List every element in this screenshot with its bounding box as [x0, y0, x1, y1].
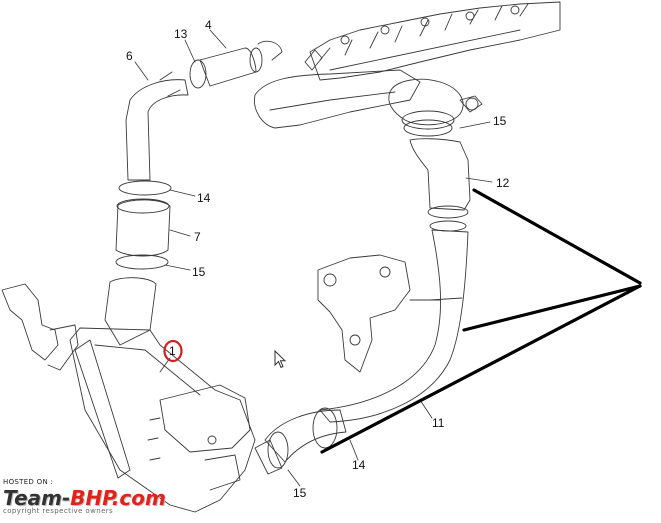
highlight-circle	[163, 339, 183, 363]
mouse-cursor-icon	[274, 350, 287, 369]
pipe-lower-left	[104, 277, 157, 346]
watermark-copyright: copyright respective owners	[3, 507, 114, 515]
callout-15-top: 15	[493, 114, 507, 128]
pipe-4	[189, 40, 283, 89]
callout-11: 11	[432, 416, 445, 430]
callout-1: 1	[169, 344, 176, 358]
watermark-hosted-label: HOSTED ON :	[3, 478, 54, 486]
pipe-lower	[254, 407, 347, 475]
intake-manifold	[254, 1, 561, 129]
watermark-logo-dash: -	[61, 486, 71, 510]
watermark-logo-bhp: BHP	[70, 486, 112, 510]
callout-15-bottom: 15	[293, 486, 307, 500]
watermark-logo: Team-BHP.com	[3, 486, 166, 510]
callout-4: 4	[205, 18, 212, 32]
throttle-body	[388, 78, 483, 137]
intercooler	[69, 327, 256, 513]
watermark-logo-team: Team	[3, 486, 62, 510]
pipe-12	[409, 138, 471, 232]
leader-lines	[134, 29, 493, 487]
callout-13: 13	[174, 27, 188, 41]
pointer-lines	[320, 188, 642, 454]
mount-bracket	[317, 254, 441, 373]
callout-7: 7	[194, 230, 201, 244]
watermark: HOSTED ON : Team-BHP.com copyright respe…	[3, 478, 203, 516]
callout-14-bottom: 14	[352, 458, 366, 472]
callout-12: 12	[496, 176, 510, 190]
hose-6	[118, 71, 189, 196]
callout-14-left: 14	[197, 191, 211, 205]
watermark-logo-com: .com	[111, 486, 166, 510]
callout-6: 6	[126, 49, 133, 63]
hose-7	[115, 198, 171, 270]
bracket-left	[1, 283, 79, 371]
callout-15-left: 15	[192, 265, 206, 279]
